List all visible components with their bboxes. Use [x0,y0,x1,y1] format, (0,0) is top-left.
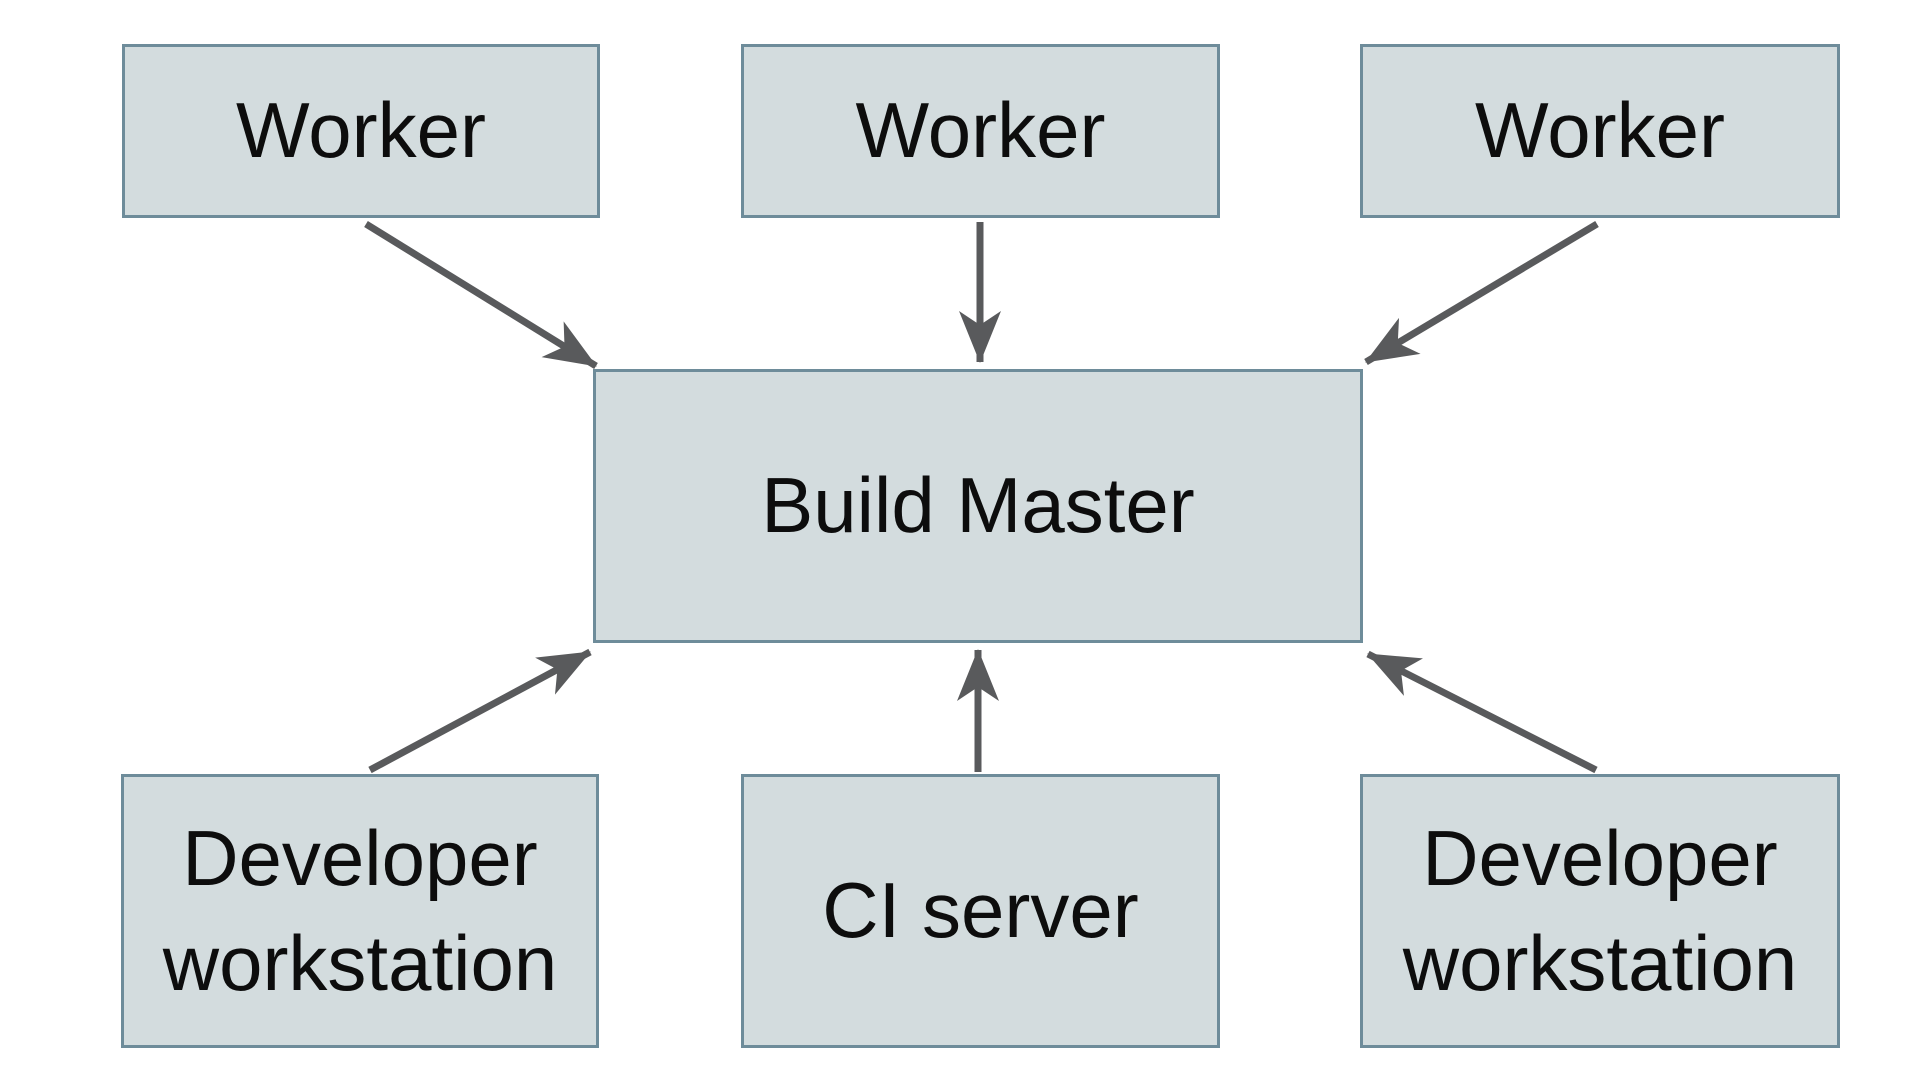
node-worker-1-label: Worker [236,86,486,175]
node-worker-3: Worker [1360,44,1840,218]
edge-worker1-to-buildmaster [364,221,598,369]
edge-devleft-to-buildmaster [368,648,592,774]
node-worker-1: Worker [122,44,600,218]
node-build-master: Build Master [593,369,1363,643]
node-ci-server: CI server [741,774,1220,1048]
node-ci-server-label: CI server [822,866,1139,955]
edge-devright-to-buildmaster [1366,650,1598,774]
node-developer-workstation-left-label: Developer workstation [162,813,558,1007]
edge-worker3-to-buildmaster [1364,220,1599,366]
node-developer-workstation-right: Developer workstation [1360,774,1840,1048]
node-build-master-label: Build Master [761,461,1195,550]
node-developer-workstation-right-label: Developer workstation [1402,813,1798,1007]
node-worker-3-label: Worker [1475,86,1725,175]
node-worker-2: Worker [741,44,1220,218]
node-worker-2-label: Worker [855,86,1106,175]
node-developer-workstation-left: Developer workstation [121,774,599,1048]
